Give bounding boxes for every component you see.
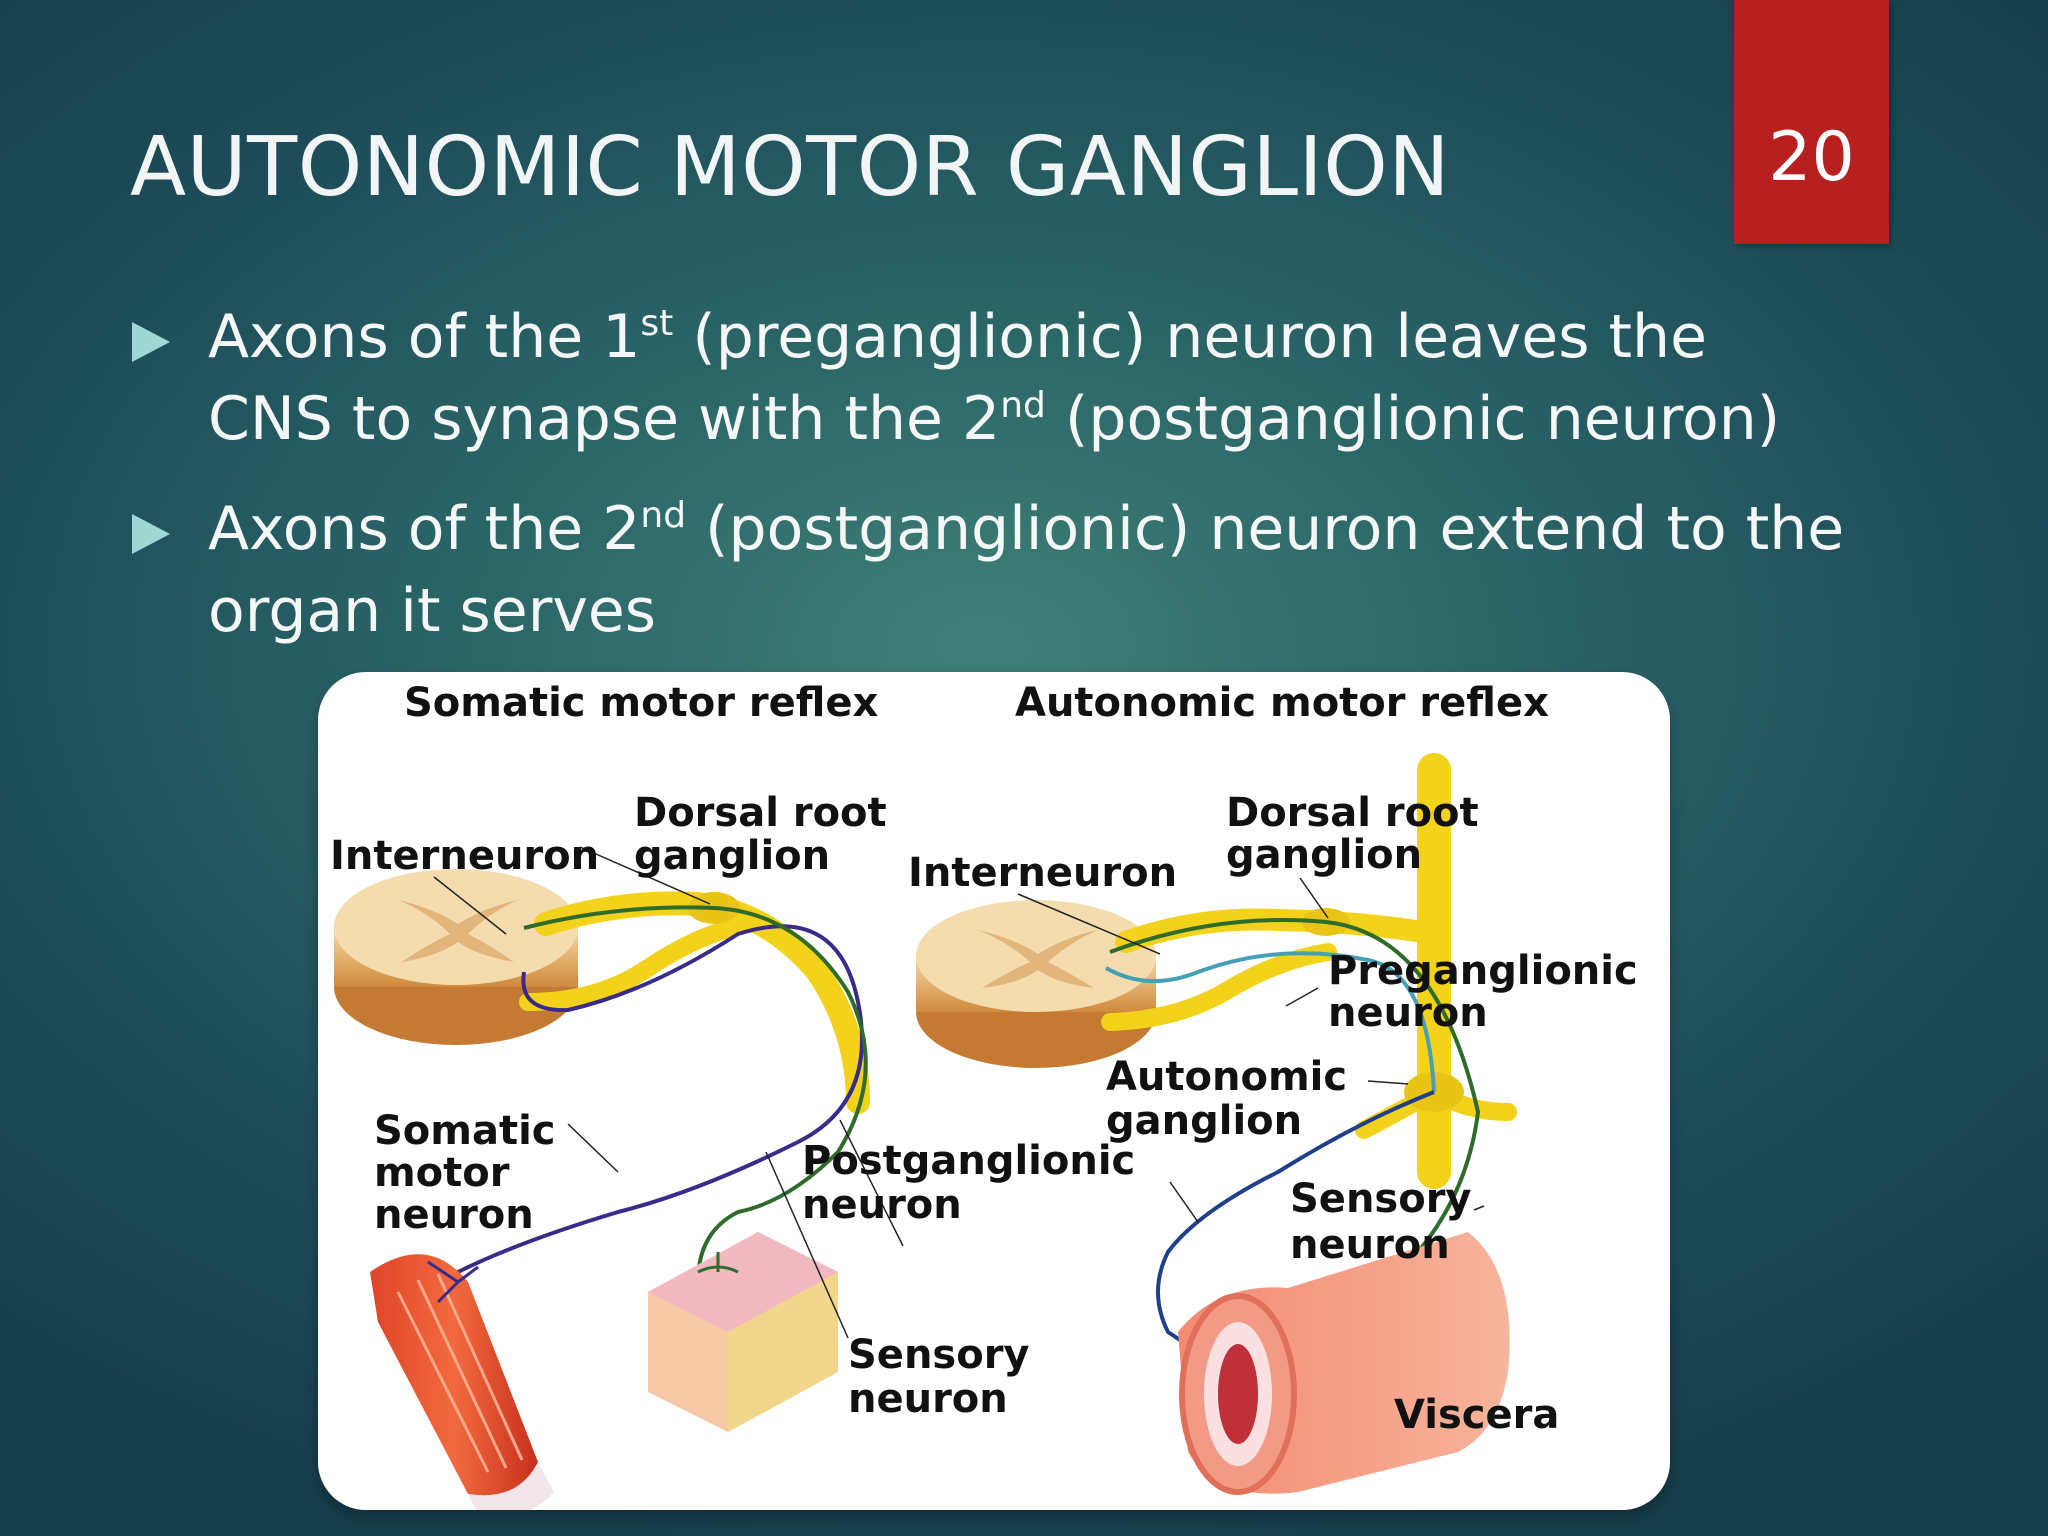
label-postganglionic-neuron: neuron <box>802 1182 962 1228</box>
triangle-bullet-icon <box>132 514 170 554</box>
somatic-sensory-axon <box>523 905 868 1324</box>
page-number: 20 <box>1768 118 1855 197</box>
muscle <box>370 1254 554 1510</box>
label-interneuron: Interneuron <box>908 850 1177 896</box>
spinal-cord-autonomic <box>916 900 1156 1068</box>
bullet-item: Axons of the 2nd (postganglionic) neuron… <box>130 488 1850 652</box>
label-dorsal-root-ganglion: ganglion <box>634 833 830 879</box>
label-neuron: neuron <box>374 1192 534 1238</box>
label-dorsal-root-ganglion: ganglion <box>1226 832 1422 878</box>
leader-line <box>433 876 507 935</box>
bullet-text: (postganglionic) neuron extend to the or… <box>208 494 1845 646</box>
page-number-badge: 20 <box>1734 0 1889 244</box>
leader-line <box>1299 877 1329 919</box>
skin-block <box>648 1232 838 1432</box>
label-preganglionic-neuron: neuron <box>1328 990 1488 1036</box>
slide-title: AUTONOMIC MOTOR GANGLION <box>130 120 1451 215</box>
bullet-text: Axons of the 1 <box>208 302 641 372</box>
preganglionic-axon <box>1105 951 1436 1093</box>
leader-line <box>1367 1080 1409 1085</box>
somatic-reflex-title: Somatic motor reflex <box>404 680 878 726</box>
label-dorsal-root: Dorsal root <box>1226 790 1479 836</box>
bullet-superscript: nd <box>640 495 687 536</box>
bullet-item: Axons of the 1st (preganglionic) neuron … <box>130 296 1850 460</box>
leader-line <box>567 1123 619 1173</box>
bullet-text: (preganglionic) neuron leaves the CNS to… <box>208 302 1707 454</box>
label-postganglionic: Postganglionic <box>802 1138 1135 1184</box>
postganglionic-axon <box>1156 1090 1435 1354</box>
triangle-bullet-icon <box>132 322 170 362</box>
autonomic-reflex-title: Autonomic motor reflex <box>1015 680 1549 726</box>
leader-line <box>1473 1205 1485 1211</box>
label-sensory-neuron: neuron <box>1290 1222 1450 1268</box>
bullet-superscript: st <box>640 303 674 344</box>
label-sensory: Sensory <box>1290 1176 1472 1222</box>
label-somatic: Somatic <box>374 1108 556 1154</box>
viscera-organ <box>1178 1232 1510 1495</box>
spinal-cord-somatic <box>334 869 578 1045</box>
nerve-bundle-somatic <box>519 891 870 1114</box>
leader-line <box>1285 987 1319 1007</box>
label-sensory-neuron: neuron <box>848 1376 1008 1422</box>
leader-line <box>839 1119 904 1247</box>
leader-line <box>579 846 711 905</box>
leader-line <box>765 1151 849 1339</box>
bullet-text: (postganglionic neuron) <box>1045 384 1781 454</box>
bullet-list: Axons of the 1st (preganglionic) neuron … <box>130 296 1850 680</box>
label-sensory: Sensory <box>848 1332 1030 1378</box>
label-interneuron: Interneuron <box>330 833 599 879</box>
label-motor: motor <box>374 1150 510 1196</box>
label-preganglionic: Preganglionic <box>1328 948 1638 994</box>
leader-line <box>1169 1181 1199 1223</box>
label-viscera: Viscera <box>1394 1392 1559 1438</box>
label-autonomic: Autonomic <box>1106 1054 1347 1100</box>
label-dorsal-root: Dorsal root <box>634 790 887 836</box>
bullet-text: Axons of the 2 <box>208 494 641 564</box>
bullet-superscript: nd <box>1000 385 1046 426</box>
label-autonomic-ganglion: ganglion <box>1106 1098 1302 1144</box>
leader-line <box>1017 893 1161 955</box>
reflex-diagram: Somatic motor reflex Autonomic motor ref… <box>330 680 1638 1510</box>
reflex-diagram-figure: Somatic motor reflex Autonomic motor ref… <box>318 672 1670 1510</box>
